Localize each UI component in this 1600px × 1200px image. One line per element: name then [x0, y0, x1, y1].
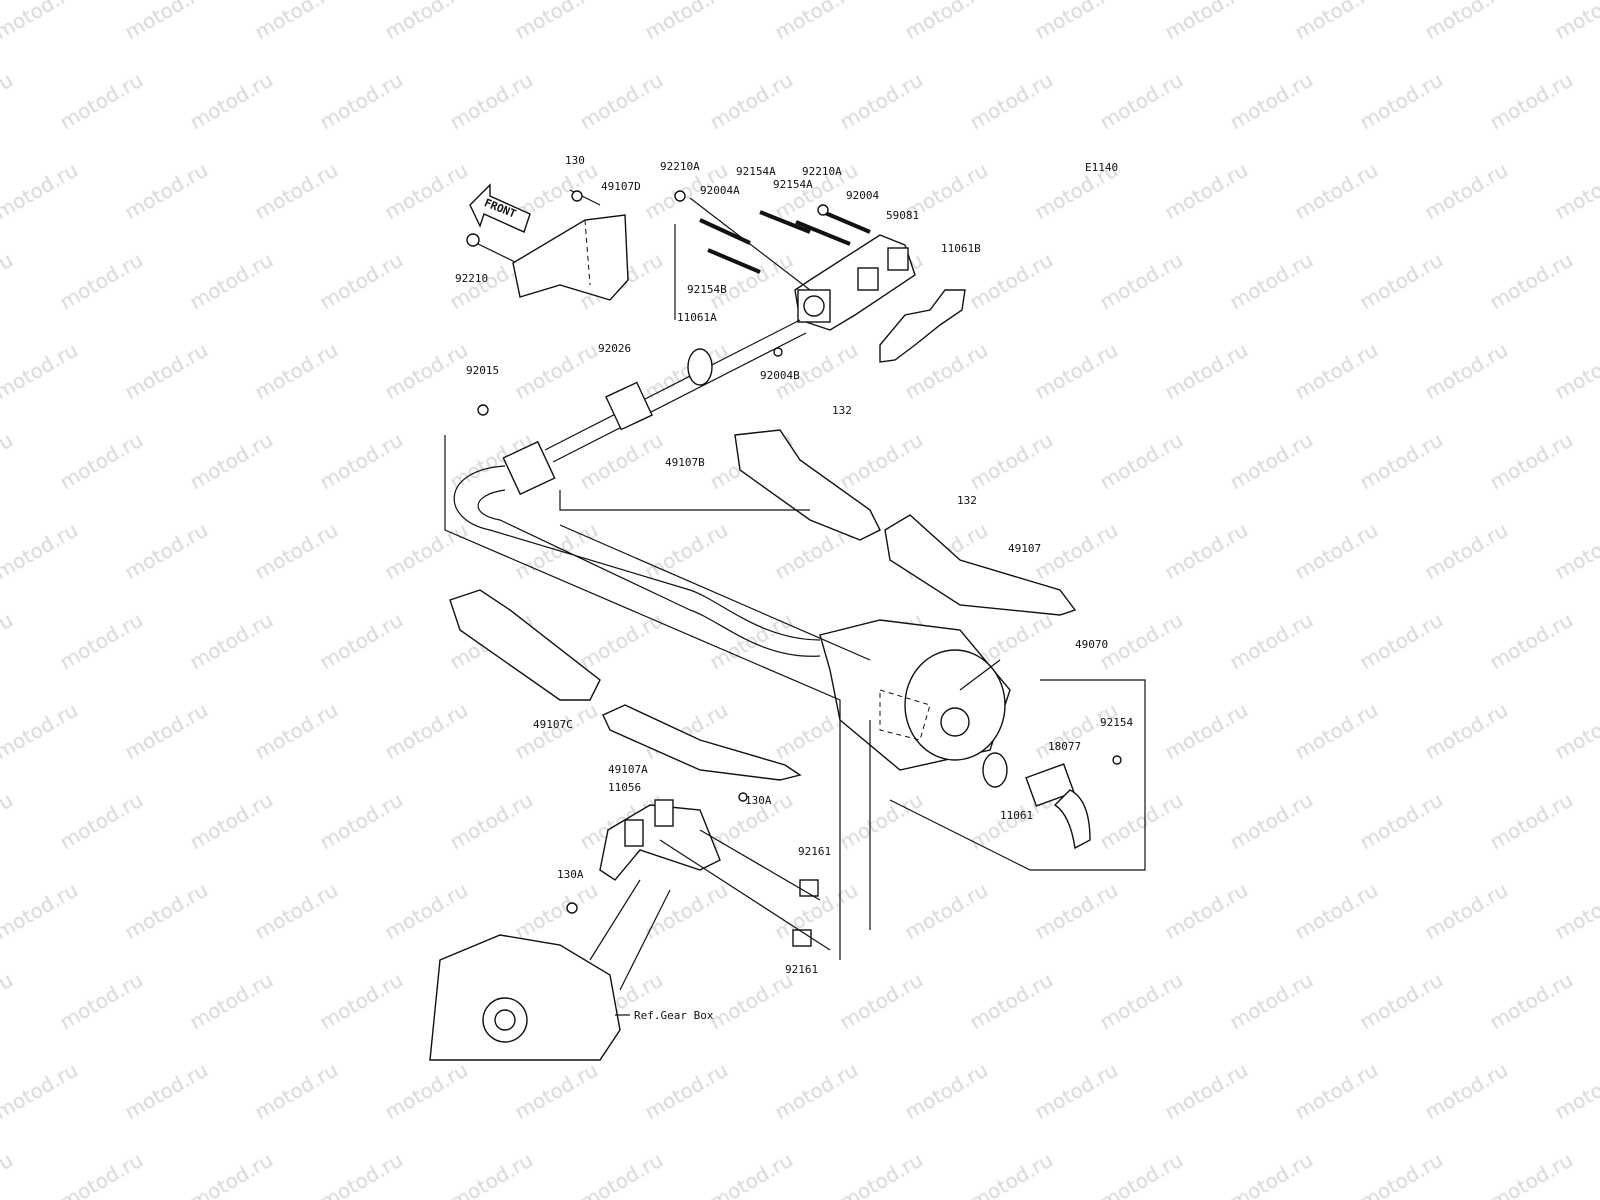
part-label: 130: [565, 154, 585, 167]
part-label: 92161: [798, 845, 831, 858]
part-label: 59081: [886, 209, 919, 222]
part-label: 92161: [785, 963, 818, 976]
part-label: 132: [957, 494, 977, 507]
part-label: 92154B: [687, 283, 727, 296]
part-label: 49107A: [608, 763, 648, 776]
heat-shields: [449, 429, 1077, 781]
front-arrow-icon: FRONT: [469, 183, 531, 233]
part-label: 130A: [745, 794, 772, 807]
part-label: 130A: [557, 868, 584, 881]
exhaust-manifold-59081: [794, 234, 966, 363]
main-exhaust-pipe: [453, 465, 1011, 771]
part-label: 92026: [598, 342, 631, 355]
part-label: 49070: [1075, 638, 1108, 651]
part-label: 49107D: [601, 180, 641, 193]
front-pipe: [502, 319, 807, 496]
tail-pipe-parts: [792, 752, 1122, 947]
part-label: 92210A: [802, 165, 842, 178]
leader-lines: [444, 224, 1146, 991]
part-label: 11061B: [941, 242, 981, 255]
part-label: 92154: [1100, 716, 1133, 729]
part-label: 92015: [466, 364, 499, 377]
part-label: 92004: [846, 189, 879, 202]
part-label: 92004B: [760, 369, 800, 382]
part-label: 18077: [1048, 740, 1081, 753]
part-label: 92004A: [700, 184, 740, 197]
part-label: 92210A: [660, 160, 700, 173]
reference-label: Ref.Gear Box: [634, 1009, 714, 1022]
bracket-11056: [566, 792, 748, 914]
bolts: [466, 190, 871, 416]
part-label: 11061: [1000, 809, 1033, 822]
part-label: 49107B: [665, 456, 705, 469]
part-label: 92154A: [773, 178, 813, 191]
part-label: 49107C: [533, 718, 573, 731]
part-label: 92210: [455, 272, 488, 285]
part-label: 92154A: [736, 165, 776, 178]
gear-box: [429, 934, 630, 1061]
part-label: 132: [832, 404, 852, 417]
diagram-code: E1140: [1085, 161, 1118, 174]
part-label: 11061A: [677, 311, 717, 324]
part-label: 11056: [608, 781, 641, 794]
part-label: 49107: [1008, 542, 1041, 555]
